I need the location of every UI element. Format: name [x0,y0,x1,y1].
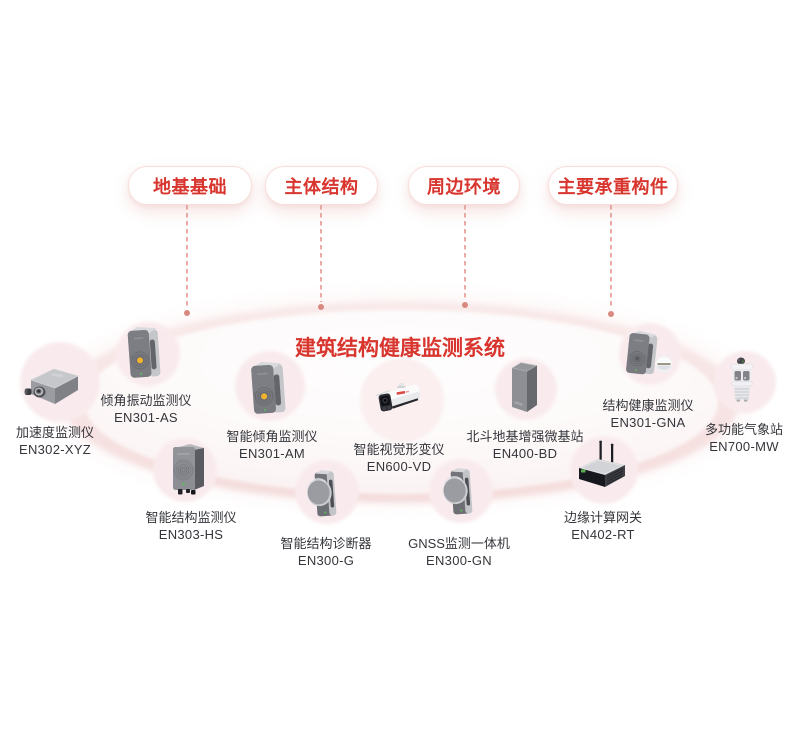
device-accelerometer[interactable] [24,361,82,407]
device-label-gnss: GNSS监测一体机 EN300-GN [349,535,569,569]
device-model: EN400-BD [492,446,558,461]
beidou-art [511,362,539,412]
device-model: EN600-VD [366,459,432,474]
connector-line-bearing [610,205,612,309]
device-label-gateway: 边缘计算网关 EN402-RT [493,509,713,543]
device-label-beidou: 北斗地基增强微基站 EN400-BD [415,428,635,462]
camera-art [375,383,421,412]
connector-line-structure [320,205,322,302]
gnss-art [443,468,473,515]
tilt-vibration-art [127,326,161,378]
device-smart-structure-diagnoser[interactable] [306,468,344,519]
weather-art [730,357,754,402]
device-label-health-monitor: 结构健康监测仪 EN301-GNA [538,397,758,431]
device-model: EN303-HS [158,527,224,542]
system-title: 建筑结构健康监测系统 [295,337,505,360]
device-edge-gateway[interactable] [576,440,628,489]
category-pill-structure[interactable]: 主体结构 [265,166,378,205]
device-label-accelerometer: 加速度监测仪 EN302-XYZ [0,424,165,458]
health-monitor-art [626,330,673,375]
category-pill-bearing[interactable]: 主要承重构件 [548,166,678,205]
accelerometer-art [24,368,80,404]
category-pill-foundation[interactable]: 地基基础 [128,166,252,205]
device-structural-health-monitor[interactable] [626,329,674,376]
gateway-art [579,440,625,487]
device-label-tilt-vibration: 倾角振动监测仪 EN301-AS [36,392,256,426]
connector-dot-environment [462,302,468,308]
diagnoser-art [307,470,337,517]
device-name: 结构健康监测仪 [602,398,694,413]
device-name: 智能视觉形变仪 [353,442,445,457]
device-name: 智能结构监测仪 [145,510,237,525]
connector-line-environment [464,205,466,300]
category-label: 主体结构 [284,176,359,197]
device-beidou-station[interactable] [508,360,541,415]
category-label: 周边环境 [427,176,501,197]
category-pill-environment[interactable]: 周边环境 [408,166,520,205]
device-model: EN302-XYZ [18,442,92,457]
device-name: 边缘计算网关 [563,510,642,525]
device-model: EN300-GN [426,553,492,568]
device-gnss-monitor[interactable] [442,466,480,517]
device-name: 多功能气象站 [704,422,783,437]
device-label-weather: 多功能气象站 EN700-MW [634,421,800,455]
device-model: EN301-GNA [610,415,686,430]
device-tilt-vibration-monitor[interactable] [127,324,163,380]
device-label-smart-structure: 智能结构监测仪 EN303-HS [81,509,301,543]
connector-dot-bearing [608,311,614,317]
connector-line-foundation [186,205,188,308]
smart-structure-art [173,444,204,495]
device-name: GNSS监测一体机 [408,536,510,551]
device-smart-structure-monitor[interactable] [171,442,207,495]
device-weather-station[interactable] [728,355,758,405]
device-label-smart-tilt: 智能倾角监测仪 EN301-AM [162,428,382,462]
device-model: EN301-AM [239,446,305,461]
device-name: 倾角振动监测仪 [100,393,192,408]
device-model: EN300-G [297,553,355,568]
device-name: 智能结构诊断器 [280,536,372,551]
smart-tilt-art [251,361,286,414]
device-visual-camera[interactable] [375,382,424,415]
category-label: 主要承重构件 [557,176,669,197]
category-label: 地基基础 [153,176,227,197]
device-model: EN700-MW [709,439,779,454]
device-label-camera: 智能视觉形变仪 EN600-VD [289,441,509,475]
device-model: EN402-RT [571,527,635,542]
device-label-diagnoser: 智能结构诊断器 EN300-G [216,535,436,569]
device-name: 北斗地基增强微基站 [466,429,584,444]
device-model: EN301-AS [114,410,178,425]
connector-dot-structure [318,304,324,310]
device-name: 智能倾角监测仪 [226,429,318,444]
device-name: 加速度监测仪 [15,425,94,440]
connector-dot-foundation [184,310,190,316]
device-smart-tilt-monitor[interactable] [250,359,288,416]
